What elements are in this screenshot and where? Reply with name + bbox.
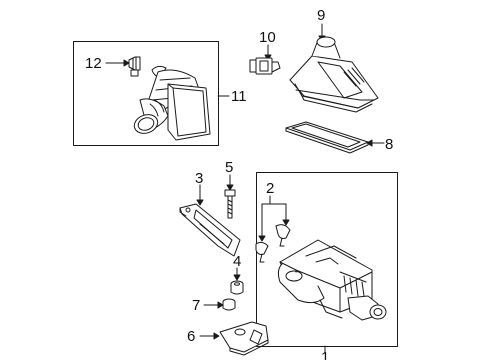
callout-7: 7 xyxy=(192,297,200,314)
part-11-inlet-duct xyxy=(133,65,211,141)
arrow-6 xyxy=(213,332,220,340)
callout-8: 8 xyxy=(385,136,393,153)
leader-lines xyxy=(105,23,385,354)
air-cleaner-assembly-frame xyxy=(256,172,398,347)
callout-9: 9 xyxy=(317,7,325,24)
callout-12: 12 xyxy=(85,55,102,72)
part-3-bracket xyxy=(179,203,241,257)
part-12-plug xyxy=(128,56,141,77)
arrow-4 xyxy=(233,274,241,281)
callout-3: 3 xyxy=(195,170,203,187)
arrow-12 xyxy=(123,59,130,67)
arrow-3 xyxy=(196,199,204,206)
inlet-duct-frame xyxy=(73,41,219,146)
part-7-insulator xyxy=(222,298,236,311)
callout-5: 5 xyxy=(225,159,233,176)
part-5-bolt xyxy=(224,189,236,219)
callout-1: 1 xyxy=(321,349,329,360)
arrow-7 xyxy=(217,301,224,309)
arrow-5 xyxy=(226,184,234,191)
callout-2: 2 xyxy=(266,180,274,197)
part-10-sensor xyxy=(249,57,281,75)
callout-6: 6 xyxy=(187,328,195,345)
part-4-grommet xyxy=(230,280,244,295)
callout-4: 4 xyxy=(233,253,241,270)
arrow-2a xyxy=(258,235,266,242)
arrow-2b xyxy=(282,219,290,226)
part-2-clamps xyxy=(255,224,291,263)
part-8-filter xyxy=(285,121,369,154)
callout-11: 11 xyxy=(231,88,247,105)
arrow-8 xyxy=(366,139,373,147)
part-1-body xyxy=(277,239,387,321)
callout-10: 10 xyxy=(259,29,276,46)
part-6-plate xyxy=(219,321,269,356)
part-9-cover xyxy=(289,36,379,113)
